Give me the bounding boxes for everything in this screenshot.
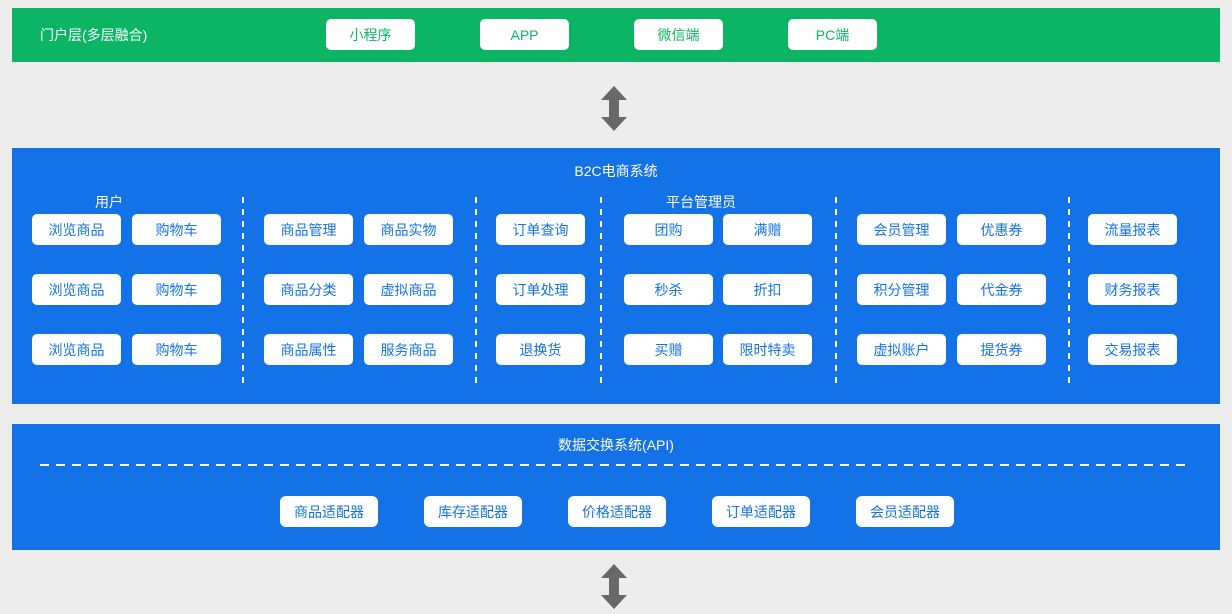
column-label-platform-admin: 平台管理员 [666,194,736,210]
arrow-down-head [601,595,627,609]
b2c-button-product-management[interactable]: 商品管理 [264,214,353,245]
b2c-button-full-gift[interactable]: 满赠 [723,214,812,245]
column-divider [835,197,837,383]
b2c-button-pickup-coupon[interactable]: 提货券 [957,334,1046,365]
b2c-button-virtual-product[interactable]: 虚拟商品 [364,274,453,305]
portal-button-app[interactable]: APP [480,19,569,50]
b2c-button-buy-gift[interactable]: 买赠 [624,334,713,365]
arrow-shaft [609,578,619,595]
b2c-button-discount[interactable]: 折扣 [723,274,812,305]
b2c-button-order-query[interactable]: 订单查询 [496,214,585,245]
api-data-exchange-panel: 数据交换系统(API) 商品适配器 库存适配器 价格适配器 订单适配器 会员适配… [12,424,1220,550]
api-button-product-adapter[interactable]: 商品适配器 [280,496,378,527]
b2c-button-browse-products-2[interactable]: 浏览商品 [32,274,121,305]
arrow-up-head [601,86,627,100]
api-panel-title: 数据交换系统(API) [558,437,674,453]
b2c-button-points-management[interactable]: 积分管理 [857,274,946,305]
api-button-price-adapter[interactable]: 价格适配器 [568,496,666,527]
b2c-button-product-category[interactable]: 商品分类 [264,274,353,305]
b2c-button-browse-products-1[interactable]: 浏览商品 [32,214,121,245]
b2c-button-group-buy[interactable]: 团购 [624,214,713,245]
b2c-button-member-management[interactable]: 会员管理 [857,214,946,245]
b2c-button-coupon[interactable]: 优惠券 [957,214,1046,245]
b2c-button-virtual-account[interactable]: 虚拟账户 [857,334,946,365]
b2c-button-service-product[interactable]: 服务商品 [364,334,453,365]
column-divider [600,197,602,383]
arrow-up-head [601,564,627,578]
b2c-button-order-processing[interactable]: 订单处理 [496,274,585,305]
column-label-user: 用户 [95,194,123,210]
b2c-button-traffic-report[interactable]: 流量报表 [1088,214,1177,245]
column-divider [475,197,477,383]
b2c-button-physical-product[interactable]: 商品实物 [364,214,453,245]
b2c-panel-title: B2C电商系统 [574,163,658,179]
api-button-member-adapter[interactable]: 会员适配器 [856,496,954,527]
b2c-button-flash-sale[interactable]: 秒杀 [624,274,713,305]
bidirectional-vertical-arrow-icon [601,564,627,609]
bidirectional-vertical-arrow-icon [601,86,627,131]
api-button-inventory-adapter[interactable]: 库存适配器 [424,496,522,527]
column-divider [1068,197,1070,383]
portal-button-mini-program[interactable]: 小程序 [326,19,415,50]
b2c-button-shopping-cart-3[interactable]: 购物车 [132,334,221,365]
portal-button-pc[interactable]: PC端 [788,19,877,50]
arrow-down-head [601,117,627,131]
b2c-button-voucher[interactable]: 代金券 [957,274,1046,305]
portal-layer-label: 门户层(多层融合) [40,27,148,43]
column-divider [242,197,244,383]
api-button-order-adapter[interactable]: 订单适配器 [712,496,810,527]
arrow-shaft [609,100,619,117]
b2c-button-shopping-cart-1[interactable]: 购物车 [132,214,221,245]
b2c-button-transaction-report[interactable]: 交易报表 [1088,334,1177,365]
b2c-button-shopping-cart-2[interactable]: 购物车 [132,274,221,305]
b2c-button-product-attributes[interactable]: 商品属性 [264,334,353,365]
b2c-button-returns-exchanges[interactable]: 退换货 [496,334,585,365]
portal-layer-bar: 门户层(多层融合) 小程序 APP 微信端 PC端 [12,8,1220,62]
portal-button-wechat[interactable]: 微信端 [634,19,723,50]
dashed-divider [40,464,1192,466]
b2c-button-financial-report[interactable]: 财务报表 [1088,274,1177,305]
b2c-button-limited-time-sale[interactable]: 限时特卖 [723,334,812,365]
b2c-button-browse-products-3[interactable]: 浏览商品 [32,334,121,365]
b2c-system-panel: B2C电商系统 用户 平台管理员 浏览商品 购物车 浏览商品 购物车 浏览商品 … [12,148,1220,404]
